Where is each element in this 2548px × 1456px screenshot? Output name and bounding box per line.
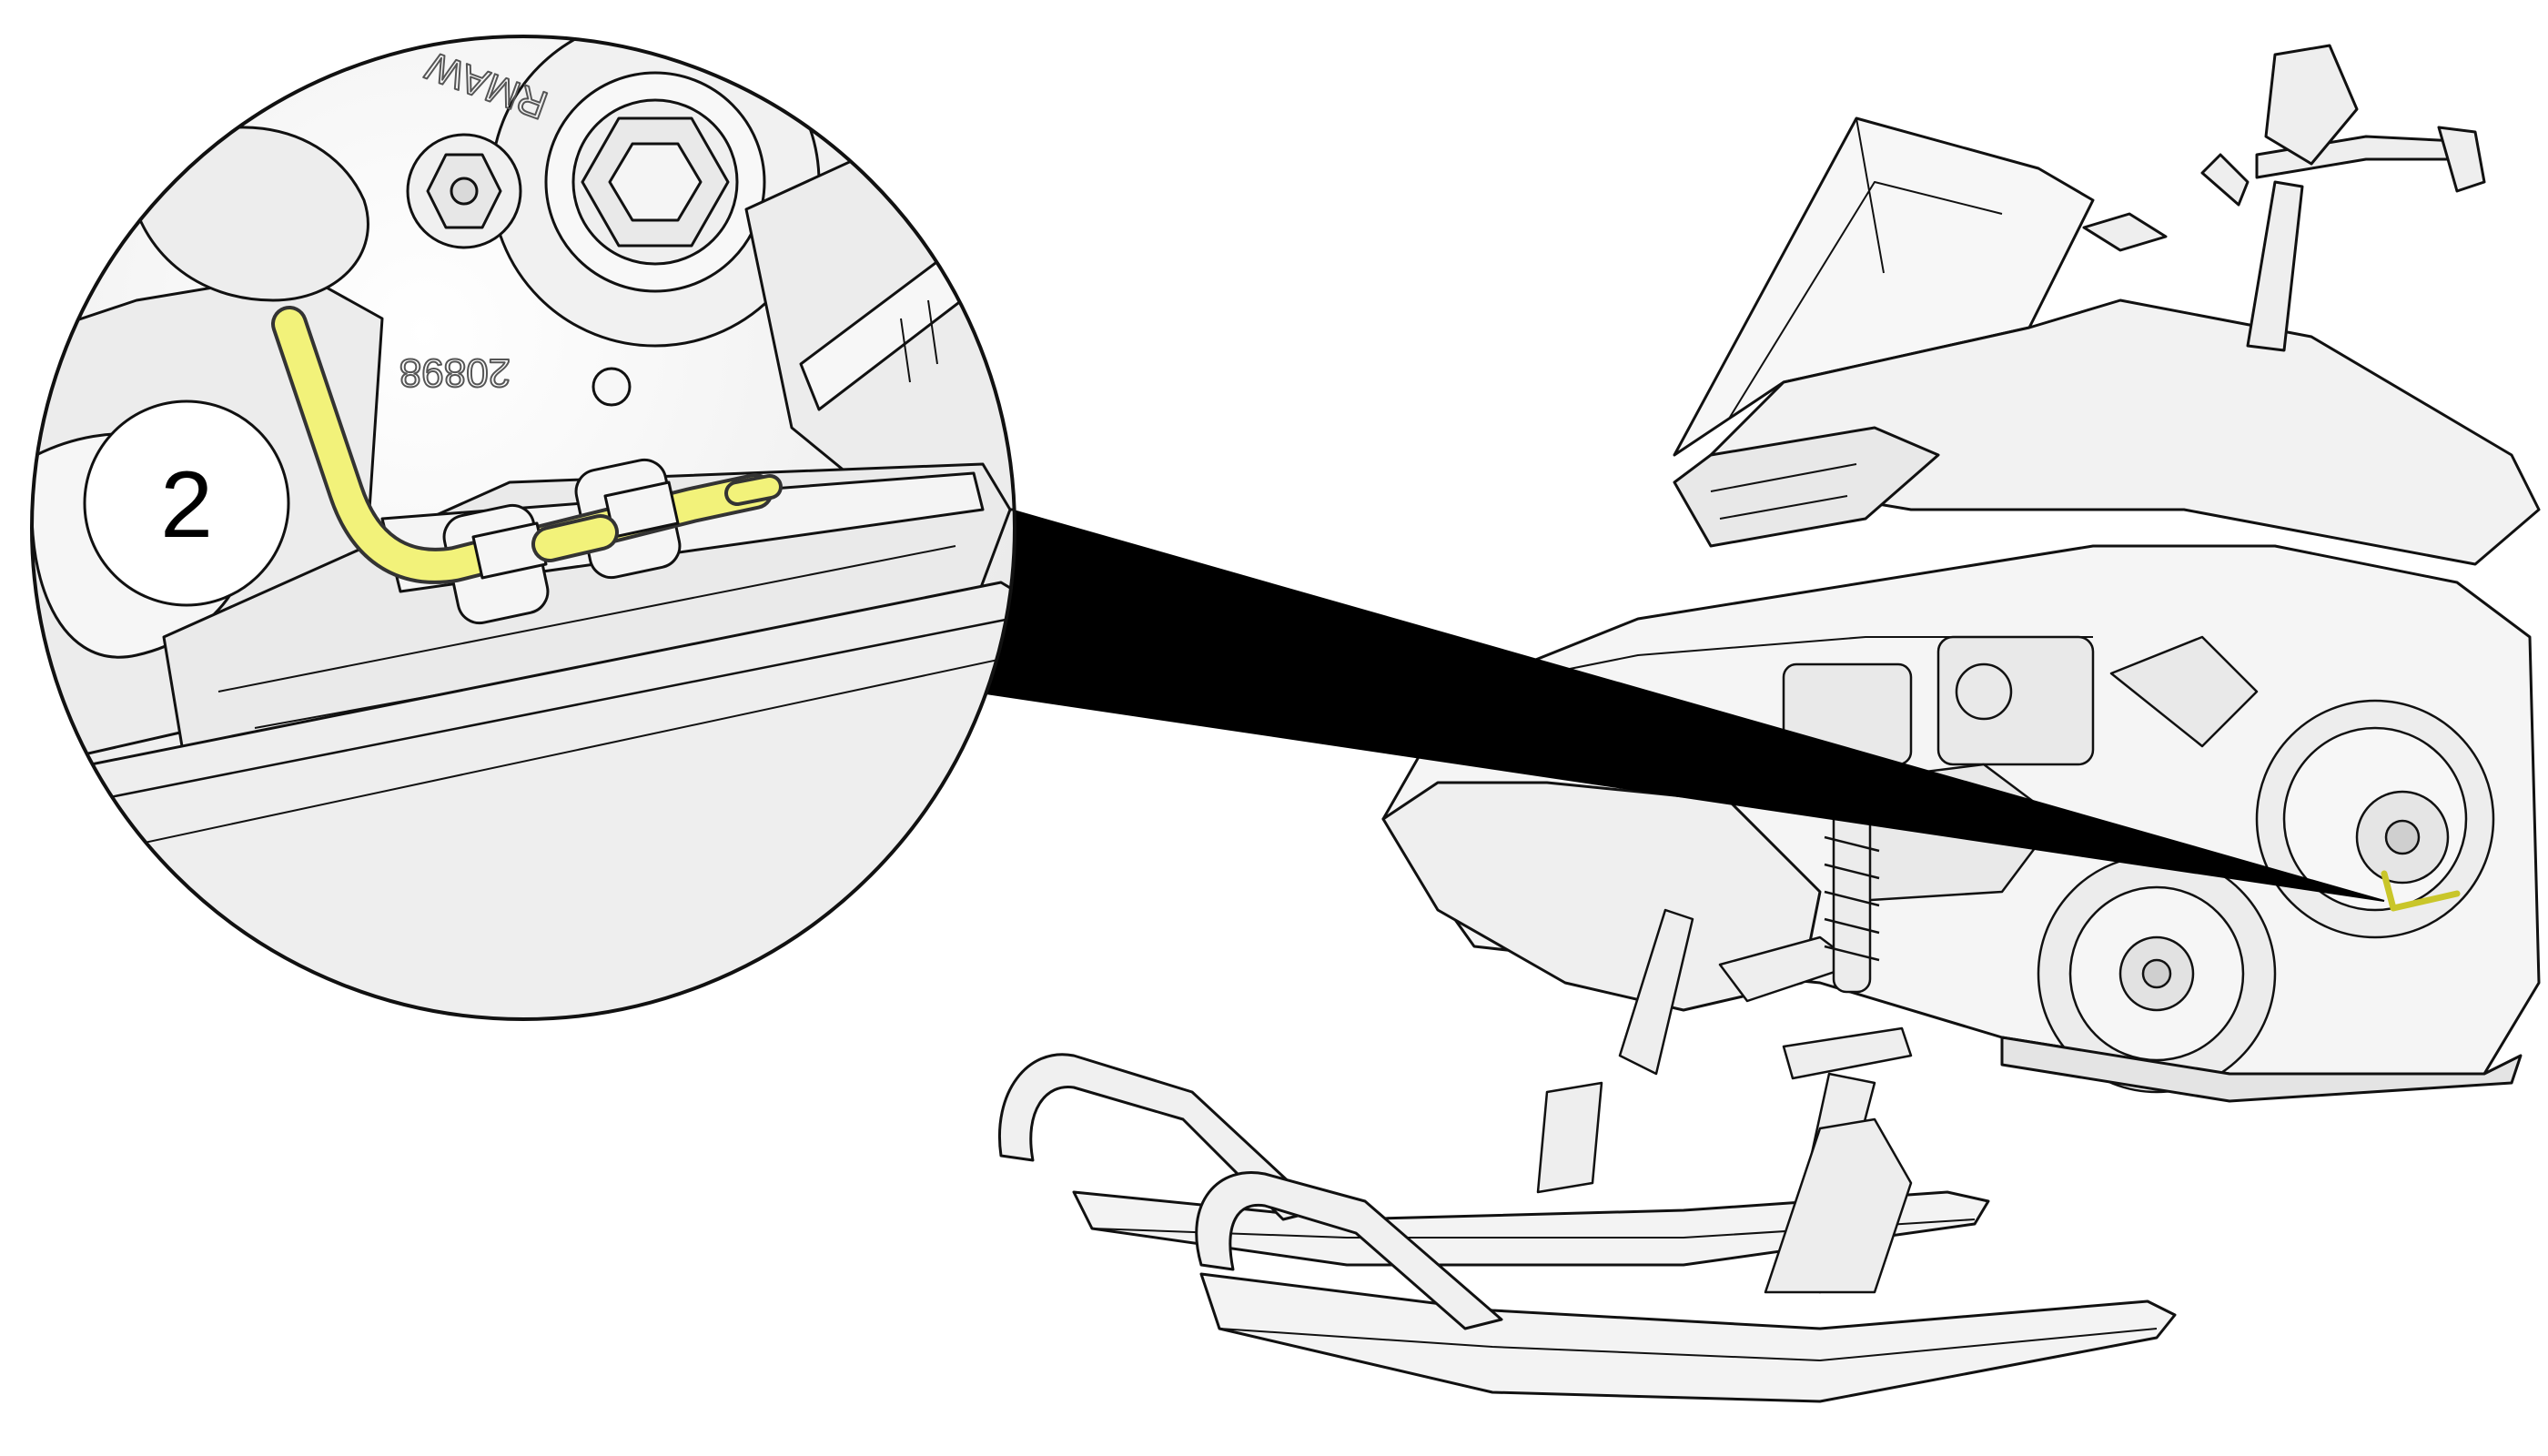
detail-magnifier: 20898 RMAW (30, 35, 1016, 1021)
shock-absorber (1824, 799, 1880, 994)
headlight (1673, 426, 1940, 548)
drive-clutch (2037, 854, 2277, 1094)
driven-clutch (2255, 699, 2495, 939)
nose (1381, 781, 1822, 1012)
bolt-boss (490, 36, 821, 348)
handlebar (2082, 44, 2486, 352)
cast-number: 20898 (399, 350, 511, 395)
hex-key-tool (271, 306, 783, 584)
ski-spindle (1764, 1117, 1913, 1294)
ski-front (1199, 1272, 2177, 1403)
small-nut (406, 133, 522, 249)
ski-loop-front (1195, 1171, 1503, 1330)
hex-key-tool-small (2381, 870, 2461, 912)
hood (1691, 298, 2541, 566)
belly-pan (2000, 1036, 2523, 1103)
callout-badge: 2 (83, 399, 290, 607)
callout-number: 2 (160, 452, 213, 558)
